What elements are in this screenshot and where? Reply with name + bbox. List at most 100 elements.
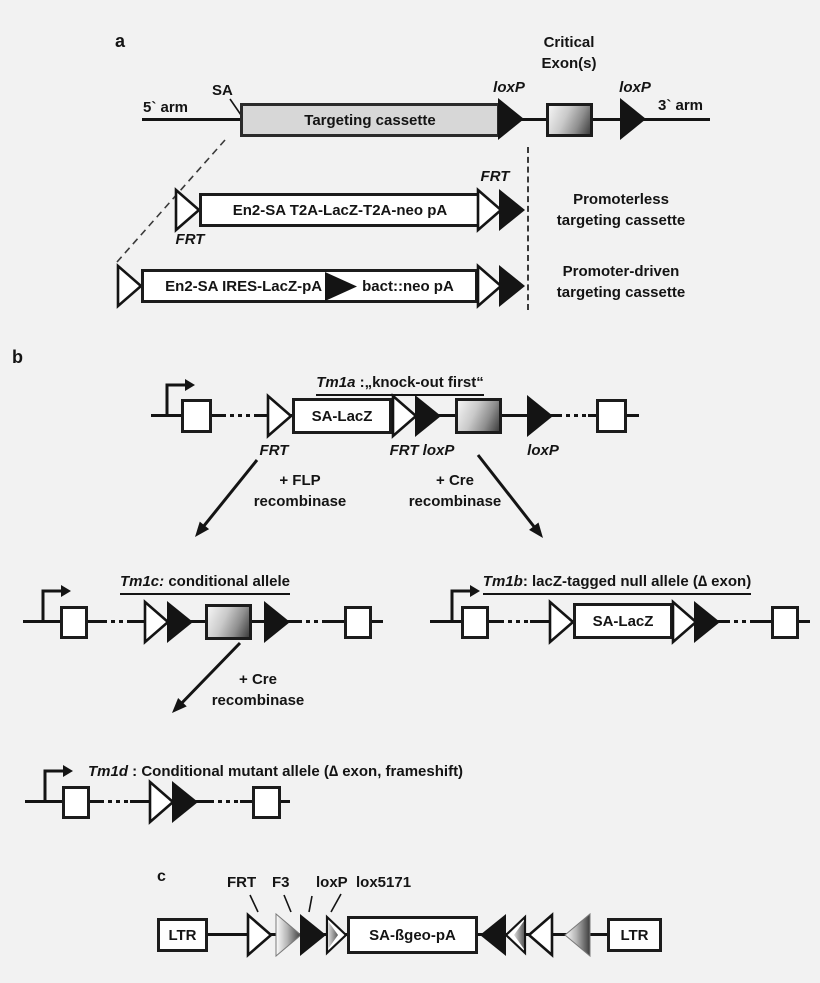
- loxp-triangle: [499, 265, 525, 307]
- loxp-triangle: [415, 395, 441, 437]
- exon-box: [62, 786, 90, 819]
- cre-arrow: [172, 641, 242, 713]
- exon-box: [181, 399, 212, 433]
- dashed-diagonal-line: [116, 139, 226, 263]
- frt-label-bottom: FRT: [175, 231, 205, 248]
- frt-label: FRT: [259, 442, 289, 459]
- dotted-dna-segment: [222, 414, 254, 417]
- exon-box: [344, 606, 372, 639]
- loxp-triangle: [694, 601, 720, 643]
- panel-c-letter: c: [157, 868, 166, 885]
- loxp-site-label: loxP: [316, 874, 348, 891]
- tm1a-title: Tm1a :„knock-out first“: [250, 351, 550, 396]
- ltr-box-left: LTR: [157, 918, 208, 952]
- dotted-dna-segment: [500, 620, 530, 623]
- critical-exon-box: [546, 103, 593, 137]
- promoter-driven-cassette-box: En2-SA IRES-LacZ-pA bact::neo pA: [141, 269, 478, 303]
- lox5171-triangle: [325, 914, 348, 956]
- promoter-arrow: [43, 765, 73, 803]
- three-prime-arm-label: 3` arm: [658, 97, 704, 114]
- sa-leader-line: [229, 98, 242, 116]
- promoterless-label: Promoterless targeting cassette: [556, 191, 686, 229]
- loxp-triangle: [167, 601, 193, 643]
- cre-recombinase-label: + Cre recombinase: [408, 472, 502, 510]
- frt-triangle: [174, 187, 201, 233]
- frt-triangle: [148, 779, 175, 825]
- tm1d-title-rest: : Conditional mutant allele (∆ exon, fra…: [128, 763, 464, 780]
- loxp-triangle-reversed: [480, 914, 506, 956]
- frt-triangle: [548, 599, 575, 645]
- loxp-triangle: [264, 601, 290, 643]
- exon-box: [60, 606, 88, 639]
- loxp-triangle: [620, 98, 646, 140]
- targeting-cassette-text: Targeting cassette: [304, 111, 436, 129]
- promoter-arrow: [41, 585, 71, 623]
- promoterless-cassette-box: En2-SA T2A-LacZ-T2A-neo pA: [199, 193, 481, 227]
- f3-site-label: F3: [272, 874, 290, 891]
- tm1b-title-name: Tm1b: [482, 573, 523, 590]
- ltr-box-right: LTR: [607, 918, 662, 952]
- dotted-dna-segment: [298, 620, 324, 623]
- critical-exon-box: [455, 398, 502, 434]
- targeting-cassette-box: Targeting cassette: [240, 103, 500, 137]
- internal-arrow-triangle: [325, 271, 358, 301]
- loxp-triangle: [172, 781, 198, 823]
- loxp-label: loxP: [527, 442, 559, 459]
- sa-bgeo-text: SA-ßgeo-pA: [369, 926, 456, 944]
- dotted-dna-segment: [100, 800, 130, 803]
- sa-lacz-text: SA-LacZ: [592, 612, 654, 630]
- panel-b-letter: b: [12, 347, 23, 367]
- flp-arrow: [195, 459, 259, 537]
- exon-box: [771, 606, 799, 639]
- tm1a-title-rest: :„knock-out first“: [355, 374, 484, 391]
- frt-triangle-reversed: [527, 912, 554, 958]
- sa-lacz-box: SA-LacZ: [573, 603, 673, 639]
- sa-lacz-box: SA-LacZ: [292, 398, 392, 434]
- exon-box: [596, 399, 627, 433]
- ltr-text: LTR: [168, 926, 197, 944]
- tm1b-title: Tm1b: lacZ-tagged null allele (∆ exon): [457, 550, 777, 595]
- promoter-driven-label: Promoter-driven targeting cassette: [556, 263, 686, 301]
- promoterless-cassette-text: En2-SA T2A-LacZ-T2A-neo pA: [232, 201, 448, 219]
- tm1d-title-name: Tm1d: [88, 763, 129, 780]
- frt-triangle: [391, 393, 418, 439]
- tm1a-title-name: Tm1a: [316, 374, 356, 391]
- promoter-arrow: [165, 379, 195, 417]
- dotted-dna-segment: [558, 414, 588, 417]
- frt-loxp-label: FRT loxP: [389, 442, 455, 459]
- frt-triangle: [143, 599, 170, 645]
- tm1b-title-rest: : lacZ-tagged null allele (∆ exon): [522, 573, 752, 590]
- promoter-driven-cassette-left-text: En2-SA IRES-LacZ-pA: [165, 277, 323, 295]
- tm1c-title-name: Tm1c:: [119, 573, 165, 590]
- loxp-triangle: [499, 189, 525, 231]
- frt-triangle: [476, 187, 503, 233]
- dotted-dna-segment: [726, 620, 752, 623]
- dashed-vertical-line: [527, 147, 529, 310]
- frt-triangle: [116, 263, 143, 309]
- promoter-arrow: [450, 585, 480, 623]
- sa-bgeo-box: SA-ßgeo-pA: [347, 916, 478, 954]
- f3-triangle-reversed: [564, 912, 591, 958]
- frt-site-label: FRT: [227, 874, 257, 891]
- frt-label-top: FRT: [480, 168, 510, 185]
- frt-triangle: [671, 599, 698, 645]
- f3-triangle: [275, 912, 302, 958]
- cre-arrow: [476, 454, 543, 538]
- loxp-triangle: [300, 914, 326, 956]
- frt-triangle: [266, 393, 293, 439]
- promoter-driven-cassette-right-text: bact::neo pA: [362, 277, 454, 295]
- frt-triangle: [246, 912, 273, 958]
- frt-triangle: [476, 263, 503, 309]
- flp-recombinase-label: + FLP recombinase: [253, 472, 347, 510]
- dotted-dna-segment: [103, 620, 131, 623]
- exon-box: [252, 786, 281, 819]
- panel-a-letter: a: [115, 31, 126, 51]
- five-prime-arm-label: 5` arm: [143, 99, 189, 116]
- sa-lacz-text: SA-LacZ: [311, 407, 373, 425]
- loxp-label-1: loxP: [493, 79, 525, 96]
- exon-box: [461, 606, 489, 639]
- lox5171-triangle-reversed: [504, 914, 527, 956]
- tm1c-title: Tm1c: conditional allele: [55, 550, 355, 595]
- loxp-triangle: [498, 98, 524, 140]
